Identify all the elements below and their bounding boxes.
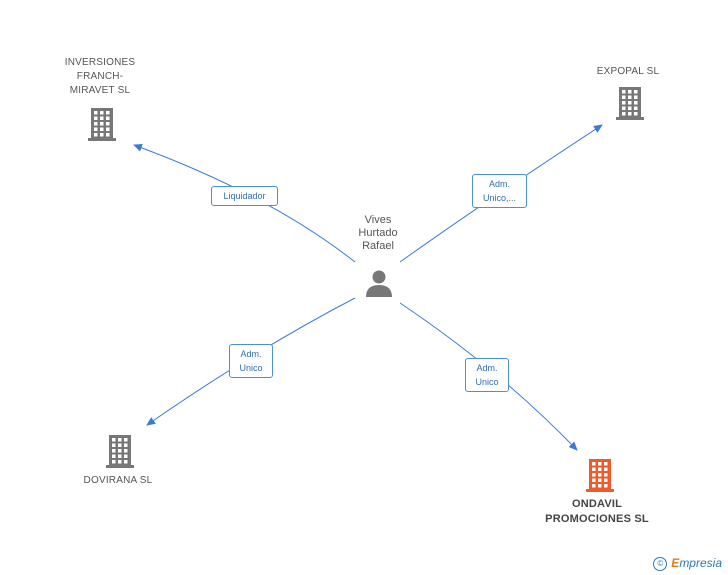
edge-label-ondavil[interactable]: Adm. Unico — [465, 358, 509, 392]
building-icon[interactable] — [586, 459, 614, 492]
building-icon[interactable] — [106, 435, 134, 468]
building-icon[interactable] — [88, 108, 116, 141]
company-label-inversiones[interactable]: INVERSIONES FRANCH- MIRAVET SL — [64, 57, 136, 96]
brand-initial: E — [671, 556, 680, 571]
company-label-expopal[interactable]: EXPOPAL SL — [596, 66, 660, 77]
building-icon[interactable] — [616, 87, 644, 120]
edge-label-dovirana[interactable]: Adm. Unico — [229, 344, 273, 378]
edge-label-expopal[interactable]: Adm. Unico,... — [472, 174, 527, 208]
copyright-icon: © — [653, 557, 668, 571]
person-icon[interactable] — [366, 270, 392, 298]
edge-label-liquidador[interactable]: Liquidador — [211, 186, 278, 206]
person-label[interactable]: Vives Hurtado Rafael — [358, 214, 398, 252]
company-label-dovirana[interactable]: DOVIRANA SL — [83, 475, 153, 486]
company-label-ondavil[interactable]: ONDAVIL PROMOCIONES SL — [545, 498, 649, 525]
brand-footer: ©Empresia — [653, 556, 722, 571]
brand-name: mpresia — [679, 556, 722, 571]
